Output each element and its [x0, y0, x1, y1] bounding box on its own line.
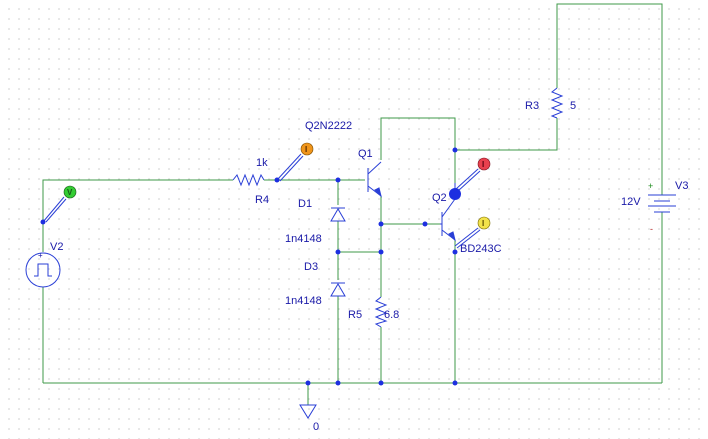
ground-label: 0 [313, 421, 319, 433]
current-probe-q2c-letter: I [482, 160, 484, 169]
diode-d3[interactable]: D3 1n4148 [285, 261, 346, 307]
r5-value: 6.8 [384, 309, 399, 321]
q2-ref: Q2 [432, 192, 447, 204]
r5-ref: R5 [348, 309, 362, 321]
d1-model: 1n4148 [285, 233, 322, 245]
d3-ref: D3 [304, 261, 318, 273]
ground-symbol[interactable]: 0 [299, 404, 319, 433]
resistor-r4[interactable]: 1k R4 [232, 157, 269, 206]
wire-r3-to-q2-collector [455, 118, 558, 151]
q2-model: BD243C [460, 243, 502, 255]
current-probe-q2-emitter[interactable]: I [454, 216, 491, 249]
current-probe-r4[interactable]: I [276, 142, 314, 182]
r4-ref: R4 [255, 194, 269, 206]
r3-value: 5 [570, 100, 576, 112]
resistor-r3[interactable]: R3 5 [525, 87, 576, 119]
q1-ref: Q1 [358, 148, 373, 160]
v3-ref: V3 [675, 180, 688, 192]
q2-collector-highlight [449, 188, 461, 200]
transistor-q1[interactable]: Q2N2222 Q1 [305, 120, 382, 198]
r4-value: 1k [256, 157, 268, 169]
current-probe-q2e-letter: I [482, 219, 484, 228]
d3-model: 1n4148 [285, 295, 322, 307]
current-probe-q2-collector[interactable]: I [455, 157, 491, 192]
junction-nodes [40, 147, 458, 386]
pulse-source-v2[interactable]: + V2 [25, 241, 63, 288]
v2-ref: V2 [50, 241, 63, 253]
diode-d1[interactable]: D1 1n4148 [285, 198, 346, 245]
resistor-r5[interactable]: R5 6.8 [348, 296, 399, 328]
q1-model: Q2N2222 [305, 120, 352, 132]
battery-v3[interactable]: + - 12V V3 [621, 180, 688, 234]
wire-v2-top [42, 179, 233, 252]
wire-v3-top [556, 3, 663, 195]
current-probe-r4-letter: I [305, 145, 307, 154]
svg-text:+: + [38, 251, 43, 260]
v3-value: 12V [621, 196, 641, 208]
v3-plus: + [648, 181, 653, 191]
voltage-probe[interactable]: V [42, 185, 77, 223]
v3-minus: - [650, 224, 653, 234]
d1-ref: D1 [298, 198, 312, 210]
r3-ref: R3 [525, 100, 539, 112]
wires [42, 3, 663, 405]
wire-q1-collector-loop [380, 117, 456, 160]
transistor-q2[interactable]: Q2 BD243C [432, 183, 502, 255]
voltage-probe-letter: V [67, 188, 73, 197]
